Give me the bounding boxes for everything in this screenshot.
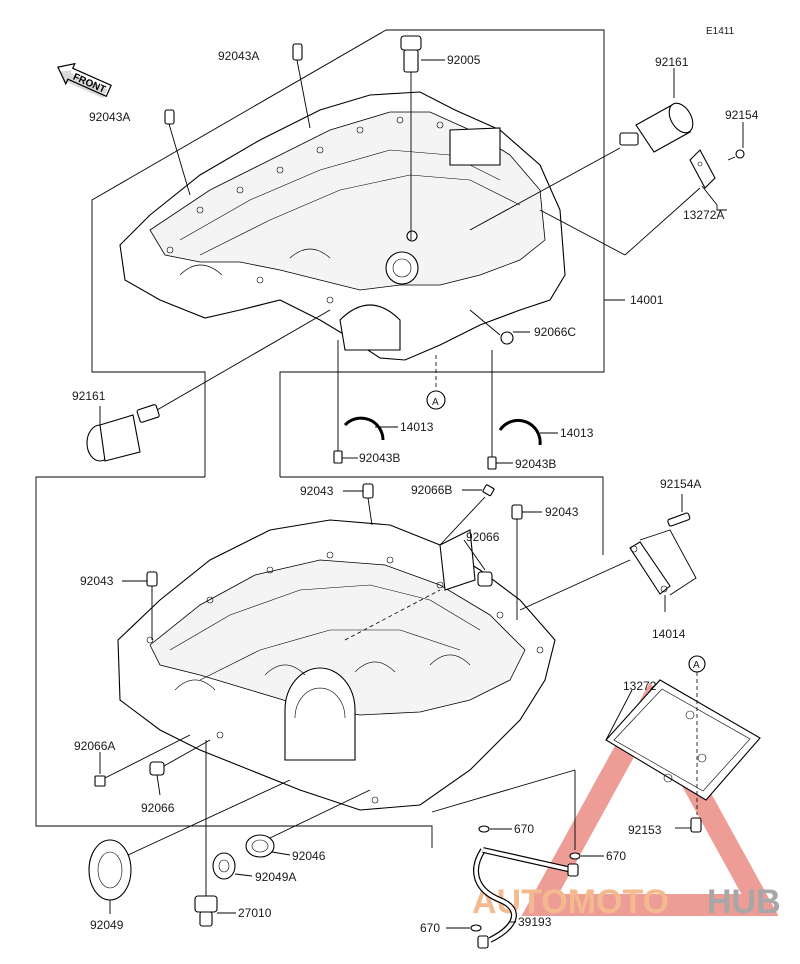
oil-pipe-92161-left (86, 309, 331, 462)
label-92043B-right: 92043B (515, 457, 556, 471)
ref-circle-a-top: A (426, 355, 446, 410)
label-92153: 92153 (628, 823, 662, 837)
label-14001: 14001 (630, 293, 664, 307)
label-14014: 14014 (652, 627, 686, 641)
oil-pipe-92161-top (469, 68, 694, 231)
bearing-92046 (245, 789, 371, 858)
dowel-92043-top-mid (343, 483, 374, 526)
label-92066B: 92066B (411, 483, 452, 497)
label-92154A: 92154A (660, 477, 701, 491)
leader-13272A (539, 209, 626, 256)
bearing-shell-14013-left (343, 416, 398, 441)
label-92005: 92005 (447, 53, 481, 67)
bracket-14014 (519, 529, 697, 612)
label-92066-low: 92066 (141, 801, 175, 815)
label-92154: 92154 (725, 108, 759, 122)
label-92066A: 92066A (74, 739, 115, 753)
label-92161-top: 92161 (655, 55, 689, 69)
bolt-92153 (675, 817, 702, 833)
lower-crankcase-frame (35, 476, 604, 848)
front-arrow-icon: FRONT (57, 62, 112, 99)
label-92161-left: 92161 (72, 389, 106, 403)
bearing-shell-14013-right (498, 419, 558, 446)
label-39193: 39193 (518, 915, 552, 929)
o-ring-670-b (569, 852, 604, 860)
upper-crankcase (119, 91, 566, 361)
o-ring-670-a (478, 825, 512, 833)
sleeve-92043A-left (164, 109, 191, 196)
bolt-92154 (727, 122, 745, 161)
sleeve-92043A-top (292, 43, 311, 129)
label-92043A-left: 92043A (89, 110, 130, 124)
watermark-logo: AUTOMOTO HUB (472, 682, 781, 921)
label-13272: 13272 (623, 679, 657, 693)
dowel-92043B-right (487, 350, 513, 470)
oil-seal-92049 (88, 779, 291, 914)
dowel-92043B-left (333, 340, 358, 464)
watermark-text-hub: HUB (707, 883, 781, 921)
plate-13272A (689, 149, 727, 211)
label-14013-right: 14013 (560, 426, 594, 440)
label-27010: 27010 (238, 906, 272, 920)
oil-hose-39193 (431, 769, 579, 949)
plug-92066-mid (463, 539, 493, 587)
diagram-code: E1411 (706, 26, 735, 37)
label-92049A: 92049A (255, 870, 296, 884)
label-92043B-left: 92043B (359, 451, 400, 465)
plug-92066B (439, 484, 495, 546)
label-670-a: 670 (514, 822, 534, 836)
label-92066-mid: 92066 (466, 530, 500, 544)
bolt-92154A (667, 494, 691, 527)
o-ring-670-c (446, 924, 482, 932)
gasket-13272: A (605, 655, 761, 815)
label-92043-left: 92043 (80, 574, 114, 588)
leader-13272A-b (624, 187, 701, 256)
label-92049: 92049 (90, 918, 124, 932)
upper-crankcase-frame (91, 29, 625, 477)
plug-92066C (469, 309, 530, 345)
lower-crankcase (117, 519, 556, 811)
label-92043-top-right: 92043 (545, 505, 579, 519)
ref-circle-a-top-text: A (432, 397, 439, 408)
label-92046: 92046 (292, 849, 326, 863)
plug-92005 (400, 35, 445, 240)
label-670-c: 670 (420, 921, 440, 935)
part-labels: 92043A 92005 92043A 92161 92154 13272A 1… (72, 49, 759, 935)
plug-92066-low (149, 739, 211, 796)
label-92043-top-mid: 92043 (300, 484, 334, 498)
ref-circle-a-low-text: A (693, 660, 700, 671)
dowel-92043-top-right (511, 504, 542, 620)
label-92043A-top: 92043A (218, 49, 259, 63)
dowel-92043-left (122, 571, 158, 640)
label-92066C: 92066C (534, 325, 576, 339)
label-670-b: 670 (606, 849, 626, 863)
seal-92049A (212, 852, 253, 880)
plug-92066A (94, 734, 191, 787)
switch-27010 (194, 740, 236, 927)
label-14013-left: 14013 (400, 420, 434, 434)
label-13272A: 13272A (683, 208, 724, 222)
